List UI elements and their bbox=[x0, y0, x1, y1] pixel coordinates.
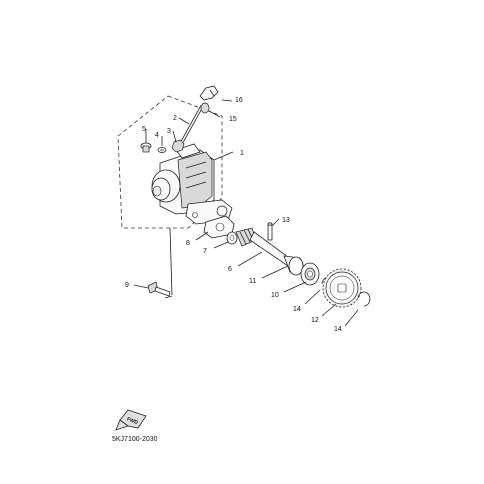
bolt-part-9 bbox=[147, 281, 171, 297]
shaft-part-6 bbox=[235, 227, 293, 267]
pipe-part-2 bbox=[180, 105, 204, 143]
callout-3: 3 bbox=[167, 128, 171, 135]
callout-14-a: 14 bbox=[293, 306, 301, 313]
callout-4: 4 bbox=[155, 132, 159, 139]
callout-10: 10 bbox=[271, 292, 279, 299]
callout-6: 6 bbox=[228, 266, 232, 273]
pin-part-13 bbox=[267, 222, 273, 241]
callout-1: 1 bbox=[240, 150, 244, 157]
callout-5: 5 bbox=[142, 126, 146, 133]
washer-part-4 bbox=[157, 146, 167, 153]
sleeve-part-11 bbox=[283, 255, 307, 276]
pump-body bbox=[151, 143, 233, 225]
screw-part-5 bbox=[140, 142, 152, 153]
callout-7: 7 bbox=[203, 248, 207, 255]
callout-8: 8 bbox=[186, 240, 190, 247]
callout-11: 11 bbox=[249, 278, 256, 285]
callouts: 16 15 1 2 3 4 5 13 8 7 6 11 10 14 12 14 … bbox=[125, 97, 342, 333]
hose-part-16 bbox=[199, 85, 219, 101]
seal-part-7 bbox=[226, 231, 238, 245]
callout-2: 2 bbox=[173, 115, 177, 122]
gear-part-12 bbox=[322, 268, 362, 308]
assembly-boundary bbox=[117, 95, 223, 229]
callout-14-b: 14 bbox=[334, 326, 342, 333]
callout-9: 9 bbox=[125, 282, 129, 289]
callout-15: 15 bbox=[229, 116, 237, 123]
nut-part-3 bbox=[171, 139, 185, 153]
callout-12: 12 bbox=[311, 317, 319, 324]
fwd-label: FWD bbox=[126, 416, 139, 426]
leader-lines bbox=[133, 99, 359, 327]
bearing-part-10 bbox=[300, 262, 320, 286]
fwd-arrow-icon: FWD bbox=[115, 409, 147, 431]
callout-13: 13 bbox=[282, 217, 290, 224]
circlip-part-14-outer bbox=[357, 291, 371, 307]
callout-16: 16 bbox=[235, 97, 243, 104]
clamp-part-15 bbox=[200, 102, 210, 114]
diagram-code: 5KJ7100-2030 bbox=[112, 436, 158, 443]
